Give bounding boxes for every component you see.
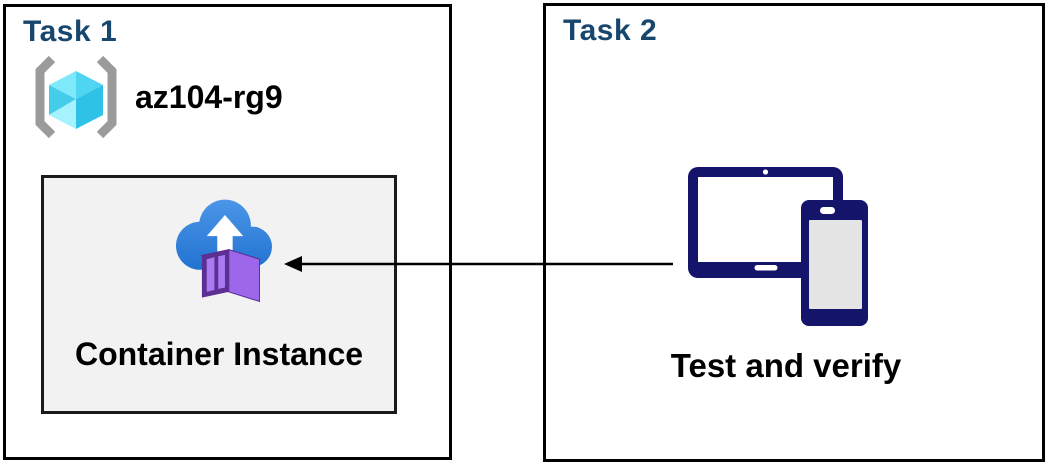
test-verify-label: Test and verify [670, 347, 902, 384]
task2-box: Task 2 Test and verify [543, 3, 1045, 462]
arrowhead-left [284, 256, 302, 272]
resource-group-icon [35, 55, 117, 139]
task1-title: Task 1 [23, 15, 118, 48]
arrow-connector [284, 256, 673, 272]
devices-icon [688, 167, 868, 326]
tablet-home-button [754, 265, 778, 271]
container-instance-label: Container Instance [74, 336, 364, 372]
resource-group-name: az104-rg9 [135, 78, 283, 115]
tablet-camera-dot [762, 169, 769, 175]
phone-speaker [820, 207, 835, 214]
container-instances-icon [175, 199, 273, 303]
task2-title: Task 2 [563, 14, 658, 47]
resource-group-row: az104-rg9 [32, 55, 283, 139]
task1-box: Task 1 az104-rg9 [3, 4, 452, 460]
container-instance-box: Container Instance [41, 175, 397, 414]
